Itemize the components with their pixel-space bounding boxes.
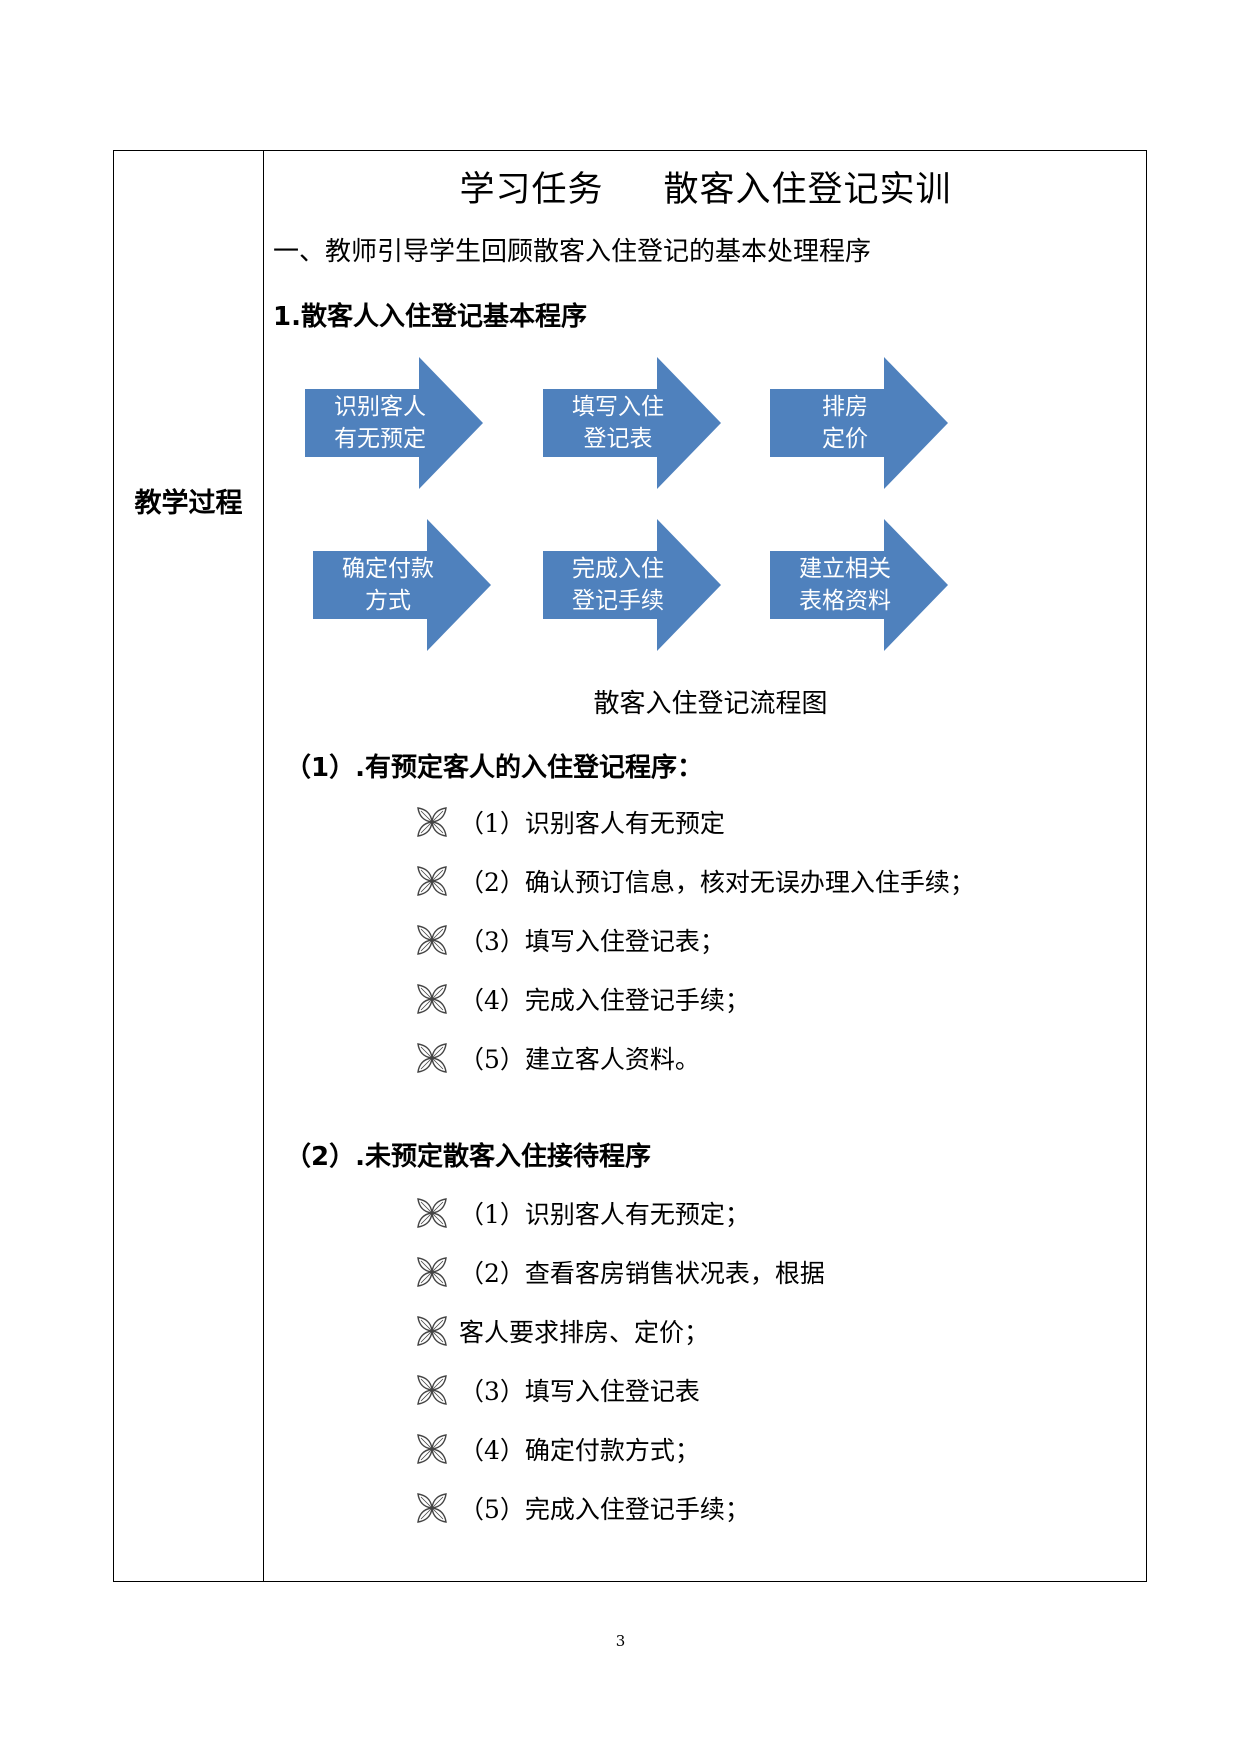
title-task: 学习任务 <box>459 170 604 210</box>
flow-step-1-line1: 识别客人 <box>334 394 426 420</box>
four-petal-flower-icon <box>415 1041 449 1075</box>
list-item-text: （3）填写入住登记表 <box>459 1377 700 1406</box>
four-petal-flower-icon <box>415 1432 449 1466</box>
flowchart-caption: 散客入住登记流程图 <box>593 689 828 719</box>
list-item: （5）完成入住登记手续； <box>415 1490 750 1526</box>
flow-step-4-line2: 方式 <box>365 588 411 614</box>
page-number: 3 <box>615 1632 626 1650</box>
four-petal-flower-icon <box>415 864 449 898</box>
list-item-text: （4）完成入住登记手续； <box>459 986 750 1015</box>
flow-step-3-line1: 排房 <box>822 394 868 420</box>
list-item-text: （1）识别客人有无预定 <box>459 809 725 838</box>
flow-step-5-line2: 登记手续 <box>572 588 664 614</box>
list-item-text: （5）建立客人资料。 <box>459 1045 700 1074</box>
flow-step-1-line2: 有无预定 <box>334 426 426 452</box>
flow-step-3: 排房定价 <box>770 357 948 489</box>
list-item: （2）确认预订信息，核对无误办理入住手续； <box>415 863 975 899</box>
flow-step-2-line1: 填写入住 <box>572 394 664 420</box>
list-item: （1）识别客人有无预定 <box>415 804 725 840</box>
list-item: 客人要求排房、定价； <box>415 1313 709 1349</box>
list-item: （2）查看客房销售状况表，根据 <box>415 1254 825 1290</box>
page-title: 学习任务 散客入住登记实训 <box>265 161 1146 212</box>
list-item: （3）填写入住登记表 <box>415 1372 700 1408</box>
list-item: （4）确定付款方式； <box>415 1431 700 1467</box>
list-item-text: （3）填写入住登记表； <box>459 927 725 956</box>
title-topic: 散客入住登记实训 <box>663 170 952 210</box>
flow-step-6: 建立相关表格资料 <box>770 519 948 651</box>
four-petal-flower-icon <box>415 805 449 839</box>
flow-step-1: 识别客人有无预定 <box>305 357 483 489</box>
list-item-text: （2）查看客房销售状况表，根据 <box>459 1259 825 1288</box>
flow-step-5: 完成入住登记手续 <box>543 519 721 651</box>
list-item-text: （5）完成入住登记手续； <box>459 1495 750 1524</box>
four-petal-flower-icon <box>415 1373 449 1407</box>
flow-step-4-line1: 确定付款 <box>342 556 434 582</box>
reserved-heading: （1）.有预定客人的入住登记程序： <box>285 753 703 783</box>
subheading: 1.散客人入住登记基本程序 <box>273 302 587 332</box>
four-petal-flower-icon <box>415 1314 449 1348</box>
four-petal-flower-icon <box>415 1196 449 1230</box>
list-item: （4）完成入住登记手续； <box>415 981 750 1017</box>
lesson-table: 教学过程 学习任务 散客入住登记实训 一、教师引导学生回顾散客入住登记的基本处理程… <box>113 150 1147 1582</box>
flow-step-2: 填写入住登记表 <box>543 357 721 489</box>
flow-step-5-line1: 完成入住 <box>572 556 664 582</box>
four-petal-flower-icon <box>415 982 449 1016</box>
flow-step-6-line2: 表格资料 <box>799 588 891 614</box>
list-item-text: （4）确定付款方式； <box>459 1436 700 1465</box>
flow-step-4: 确定付款方式 <box>313 519 491 651</box>
list-item-text: （1）识别客人有无预定； <box>459 1200 750 1229</box>
side-label: 教学过程 <box>134 488 243 519</box>
four-petal-flower-icon <box>415 923 449 957</box>
flow-step-6-line1: 建立相关 <box>799 556 891 582</box>
flow-step-2-line2: 登记表 <box>583 426 653 452</box>
list-item: （1）识别客人有无预定； <box>415 1195 750 1231</box>
column-divider <box>263 151 264 1581</box>
four-petal-flower-icon <box>415 1255 449 1289</box>
flow-step-3-line2: 定价 <box>822 426 868 452</box>
list-item-text: （2）确认预订信息，核对无误办理入住手续； <box>459 868 975 897</box>
list-item: （5）建立客人资料。 <box>415 1040 700 1076</box>
walkin-heading: （2）.未预定散客入住接待程序 <box>285 1142 651 1172</box>
section-heading: 一、教师引导学生回顾散客入住登记的基本处理程序 <box>273 237 872 267</box>
four-petal-flower-icon <box>415 1491 449 1525</box>
list-item: （3）填写入住登记表； <box>415 922 725 958</box>
content-cell: 学习任务 散客入住登记实训 一、教师引导学生回顾散客入住登记的基本处理程序 1.散… <box>265 151 1146 1581</box>
list-item-text: 客人要求排房、定价； <box>459 1318 710 1347</box>
